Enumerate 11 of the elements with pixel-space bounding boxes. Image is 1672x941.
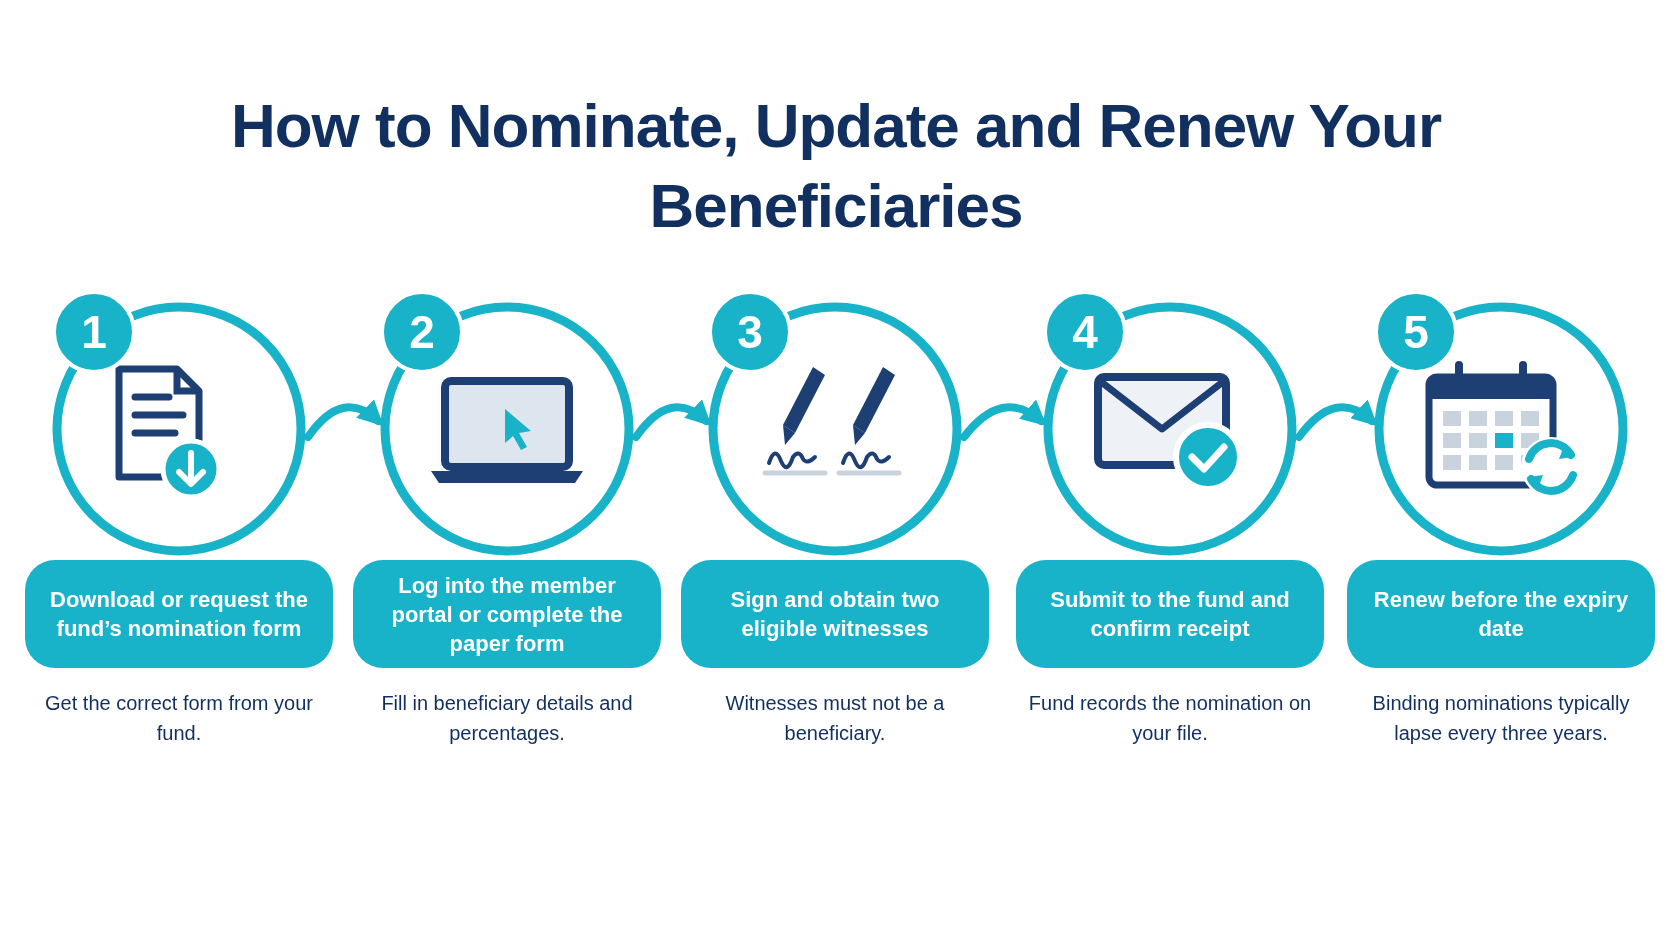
title: How to Nominate, Update and Renew Your Beneficiaries: [229, 90, 1443, 242]
step-label: Renew before the expiry date: [1347, 560, 1655, 668]
step-description: Witnesses must not be a beneficiary.: [724, 691, 946, 746]
step-label: Download or request the fund’s nomination form: [25, 560, 333, 668]
step-description: Fill in beneficiary details and percentages.: [380, 691, 634, 746]
step-label: Log into the member portal or complete the paper form: [353, 560, 661, 668]
step-description: Fund records the nomination on your file.: [1027, 691, 1313, 746]
step-label: Submit to the fund and confirm receipt: [1016, 560, 1324, 668]
step-description: Binding nominations typically lapse every three years.: [1371, 691, 1631, 746]
step-description: Get the correct form from your fund.: [44, 691, 314, 746]
step-label: Sign and obtain two eligible witnesses: [681, 560, 989, 668]
